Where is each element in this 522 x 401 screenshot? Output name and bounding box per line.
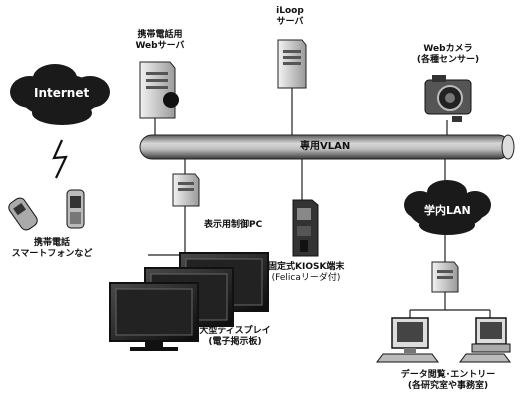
kiosk-terminal-icon xyxy=(292,199,319,257)
phones-label: 携帯電話 スマートフォンなど xyxy=(2,238,102,260)
lightning-icon xyxy=(52,139,68,179)
client-workstation-icon xyxy=(459,317,511,363)
campus-lan-cloud xyxy=(404,180,491,235)
kiosk-label: 固定式KIOSK端末 (Felicaリーダ付) xyxy=(268,262,344,284)
large-display-label-line2: (電子掲示板) xyxy=(208,337,262,347)
vlan-label: 専用VLAN xyxy=(300,141,351,152)
mobile-web-server-label-line2: Webサーバ xyxy=(135,41,185,51)
phones-label-line1: 携帯電話 xyxy=(33,238,70,248)
campus-server-icon xyxy=(431,261,459,293)
large-display-label-line1: 大型ディスプレイ xyxy=(199,326,271,336)
web-camera-label: Webカメラ (各種センサー) xyxy=(415,44,481,66)
phones-label-line2: スマートフォンなど xyxy=(11,249,93,259)
mobile-web-server-label-line1: 携帯電話用 xyxy=(137,30,183,40)
iloop-server-label-line2: サーバ xyxy=(276,17,304,27)
kiosk-label-line2: (Felicaリーダ付) xyxy=(271,273,341,283)
large-display-icon xyxy=(109,252,269,351)
internet-label: Internet xyxy=(34,86,90,100)
clients-label: データ閲覧･エントリー (各研究室や事務室) xyxy=(378,370,518,392)
display-control-pc-label: 表示用制御PC xyxy=(204,220,263,230)
flip-phone-icon xyxy=(8,197,38,231)
smartphone-icon xyxy=(66,189,85,229)
display-control-pc-icon xyxy=(172,173,200,207)
iloop-server-icon xyxy=(277,39,307,89)
large-display-label: 大型ディスプレイ (電子掲示板) xyxy=(198,326,272,348)
web-camera-icon xyxy=(424,75,472,122)
client-pc-icon xyxy=(376,317,439,363)
iloop-server-label: iLoop サーバ xyxy=(265,6,315,28)
mobile-web-server-icon xyxy=(139,61,179,119)
internet-cloud xyxy=(10,64,110,125)
clients-label-line1: データ閲覧･エントリー xyxy=(400,370,496,380)
vlan-pipe xyxy=(139,134,515,160)
web-camera-label-line1: Webカメラ xyxy=(423,44,473,54)
kiosk-label-line1: 固定式KIOSK端末 xyxy=(268,262,345,272)
mobile-web-server-label: 携帯電話用 Webサーバ xyxy=(130,30,190,52)
web-camera-label-line2: (各種センサー) xyxy=(416,55,480,65)
campus-lan-label: 学内LAN xyxy=(424,204,471,217)
clients-label-line2: (各研究室や事務室) xyxy=(407,381,489,391)
iloop-server-label-line1: iLoop xyxy=(276,6,304,16)
